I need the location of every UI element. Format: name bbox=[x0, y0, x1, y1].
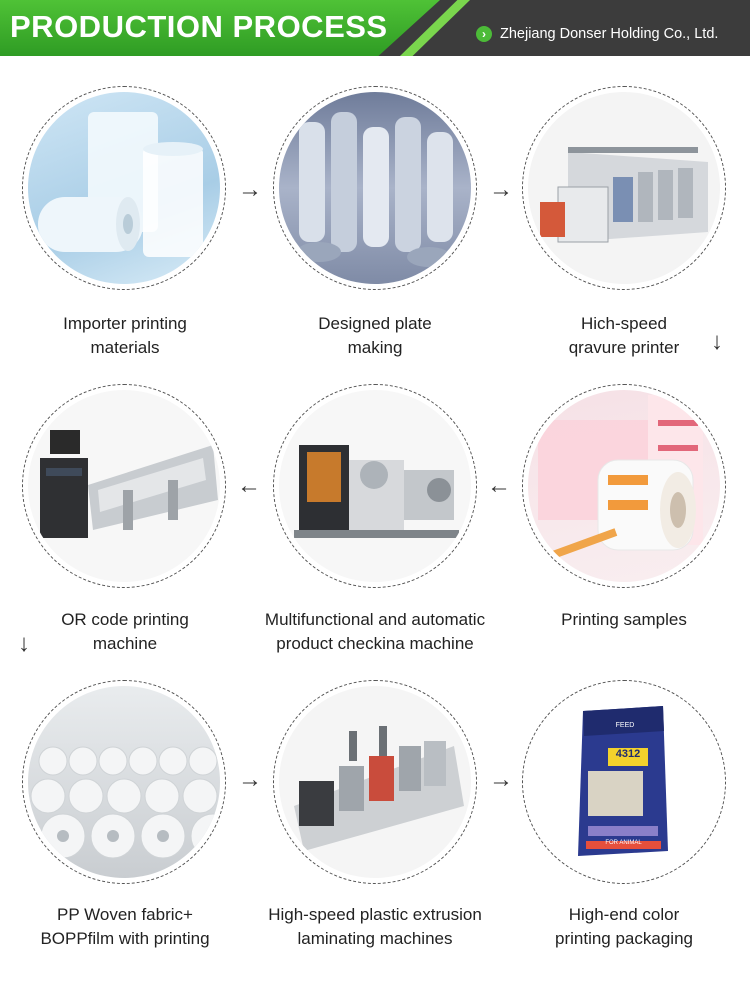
step-1-caption: Importer printing materials bbox=[0, 312, 250, 360]
caption-line: product checkina machine bbox=[250, 632, 500, 656]
qr-printing-machine-illustration bbox=[28, 390, 220, 582]
step-7-caption: PP Woven fabric+ BOPPfilm with printing bbox=[0, 903, 250, 951]
arrow-down-2: ↓ bbox=[18, 632, 30, 656]
extrusion-laminating-machine-illustration bbox=[279, 686, 471, 878]
caption-line: Multifunctional and automatic bbox=[250, 608, 500, 632]
caption-line: machine bbox=[0, 632, 250, 656]
step-1-photo bbox=[28, 92, 220, 284]
caption-line: PP Woven fabric+ bbox=[0, 903, 250, 927]
step-8-caption: High-speed plastic extrusion laminating … bbox=[250, 903, 500, 951]
caption-line: Designed plate bbox=[250, 312, 500, 336]
caption-line: materials bbox=[0, 336, 250, 360]
caption-line: making bbox=[250, 336, 500, 360]
inspection-machine-illustration bbox=[279, 390, 471, 582]
step-6-photo bbox=[528, 390, 720, 582]
step-5-caption: Multifunctional and automatic product ch… bbox=[250, 608, 500, 656]
caption-line: printing packaging bbox=[499, 927, 749, 951]
step-5-photo bbox=[279, 390, 471, 582]
film-rolls-illustration bbox=[28, 92, 220, 284]
arrow-right-2: → bbox=[489, 178, 513, 202]
arrow-right-3: → bbox=[238, 768, 262, 792]
arrow-left-2: ← bbox=[487, 474, 511, 498]
step-4-photo bbox=[28, 390, 220, 582]
packaging-bag-illustration bbox=[528, 686, 720, 878]
step-2-photo bbox=[279, 92, 471, 284]
step-8-photo bbox=[279, 686, 471, 878]
printing-samples-illustration bbox=[528, 390, 720, 582]
package-footer: FOR ANIMAL bbox=[586, 840, 661, 846]
chevron-right-icon: › bbox=[476, 26, 492, 42]
arrow-left-1: ← bbox=[237, 474, 261, 498]
company-label: › Zhejiang Donser Holding Co., Ltd. bbox=[476, 26, 718, 42]
caption-line: High-speed plastic extrusion bbox=[250, 903, 500, 927]
step-9-photo: 4312 FEED FOR ANIMAL bbox=[528, 686, 720, 878]
arrow-down-1: ↓ bbox=[711, 330, 723, 354]
arrow-right-4: → bbox=[489, 768, 513, 792]
step-9-caption: High-end color printing packaging bbox=[499, 903, 749, 951]
plate-cylinders-illustration bbox=[279, 92, 471, 284]
package-brand: FEED bbox=[586, 722, 664, 729]
step-4-caption: OR code printing machine bbox=[0, 608, 250, 656]
caption-line: Printing samples bbox=[499, 608, 749, 632]
step-7-photo bbox=[28, 686, 220, 878]
step-6-caption: Printing samples bbox=[499, 608, 749, 632]
step-2-caption: Designed plate making bbox=[250, 312, 500, 360]
step-3-photo bbox=[528, 92, 720, 284]
package-number: 4312 bbox=[608, 748, 648, 760]
page-title: PRODUCTION PROCESS bbox=[10, 9, 388, 45]
arrow-right-1: → bbox=[238, 178, 262, 202]
caption-line: BOPPfilm with printing bbox=[0, 927, 250, 951]
gravure-printer-illustration bbox=[528, 92, 720, 284]
caption-line: High-end color bbox=[499, 903, 749, 927]
caption-line: laminating machines bbox=[250, 927, 500, 951]
caption-line: Importer printing bbox=[0, 312, 250, 336]
woven-fabric-rolls-illustration bbox=[28, 686, 220, 878]
header-bar: PRODUCTION PROCESS › Zhejiang Donser Hol… bbox=[0, 0, 750, 56]
company-name: Zhejiang Donser Holding Co., Ltd. bbox=[500, 26, 718, 42]
caption-line: OR code printing bbox=[0, 608, 250, 632]
